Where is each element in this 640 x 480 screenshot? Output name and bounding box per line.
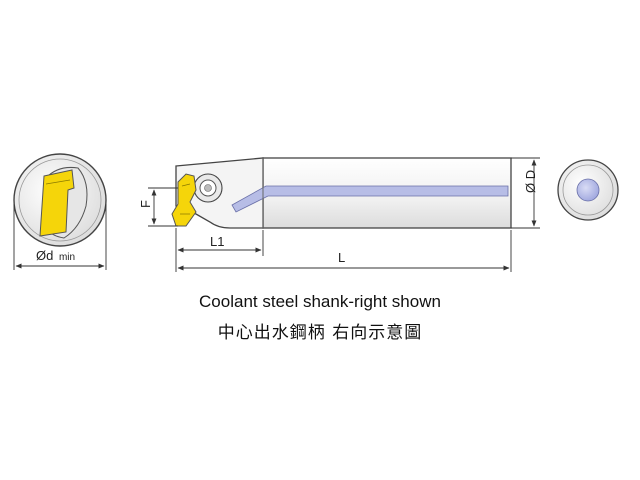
bore-diameter-dimension: Ød min <box>13 204 107 270</box>
clamp-screw-hex <box>204 184 212 192</box>
shank-end-view <box>557 159 619 221</box>
coolant-channel <box>231 185 509 213</box>
shank-diameter-dimension: Ø D <box>511 157 540 229</box>
coolant-hole <box>576 178 600 202</box>
insert-side-view <box>171 173 197 227</box>
head-length-label: L1 <box>210 234 224 249</box>
offset-label: F <box>138 200 153 208</box>
insert-end-view <box>39 169 75 237</box>
head-length-dimension: L1 <box>175 228 264 272</box>
shank-end-inner-circle <box>562 164 614 216</box>
overall-length-label: L <box>338 250 345 265</box>
offset-dimension: F <box>138 187 178 227</box>
insert-side-detail <box>180 183 191 215</box>
bore-inner-circle <box>18 158 102 242</box>
tool-side-view <box>171 157 512 229</box>
insert-edge-line <box>45 179 71 185</box>
overall-length-dimension: L <box>177 230 512 272</box>
shank-diameter-label: Ø D <box>523 170 538 193</box>
caption-english: Coolant steel shank-right shown <box>199 292 441 311</box>
bore-diameter-label: Ød min <box>36 248 75 263</box>
caption-chinese: 中心出水鋼柄 右向示意圖 <box>217 323 423 343</box>
bore-end-view <box>13 153 107 247</box>
